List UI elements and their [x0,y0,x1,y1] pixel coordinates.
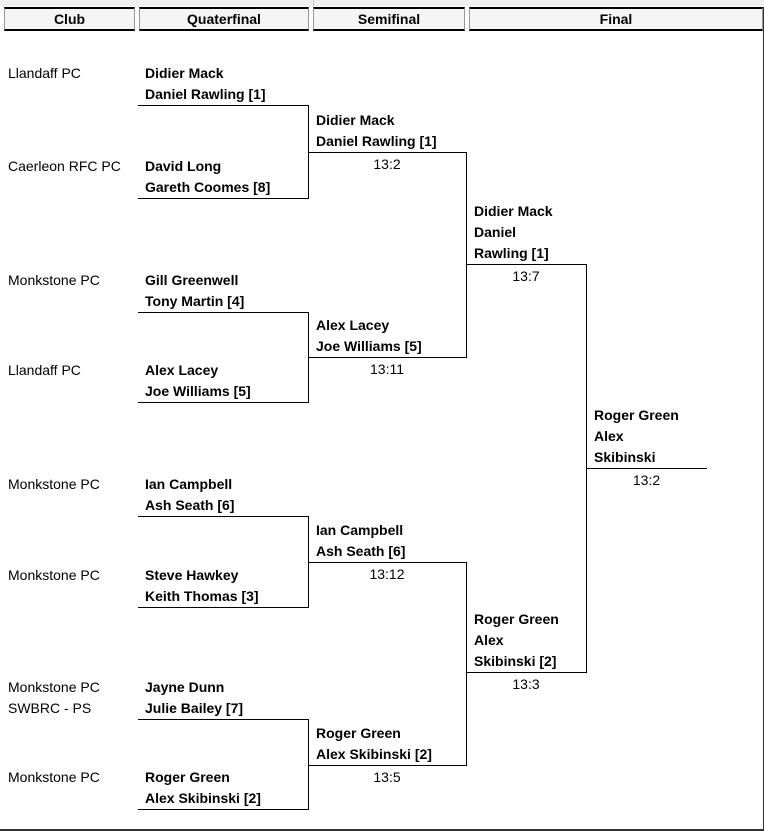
winner-score: 13:2 [632,472,661,488]
sf-team-line: Alex Skibinski [2] [316,746,432,762]
bottom-frame-border [0,829,764,831]
qf-team-line: Tony Martin [4] [145,293,245,309]
qf-team-line: Ian Campbell [145,476,233,492]
final-line [466,264,586,265]
qf-line [138,719,308,720]
qf-team-line: Joe Williams [5] [145,383,251,399]
qf-line [138,402,308,403]
club-label: Caerleon RFC PC [8,158,121,174]
sf-team-line: Roger Green [316,725,401,741]
qf-team-line: Gareth Coomes [8] [145,179,271,195]
winner-line: Roger Green [594,407,679,423]
qf-team-line: Jayne Dunn [145,679,225,695]
sf-score: 13:5 [373,769,401,785]
sf-team-line: Didier Mack [316,112,395,128]
qf-connector [308,719,309,810]
qf-team-line: Roger Green [145,769,230,785]
qf-line [138,607,308,608]
sf-connector [466,562,467,766]
final-team-line: Alex [474,632,504,648]
club-label: Monkstone PC [8,476,100,492]
qf-team-line: Daniel Rawling [1] [145,86,266,102]
sf-team-line: Joe Williams [5] [316,338,422,354]
window-top-bar [0,0,764,6]
final-team-line: Rawling [1] [474,245,549,261]
sf-team-line: Alex Lacey [316,317,390,333]
winner-line: Alex [594,428,624,444]
sf-connector [466,152,467,358]
qf-line [138,516,308,517]
qf-team-line: Ash Seath [6] [145,497,235,513]
winner-underline [586,468,707,469]
club-label: Monkstone PC [8,679,100,695]
qf-team-line: Keith Thomas [3] [145,588,259,604]
final-team-line: Roger Green [474,611,559,627]
qf-team-line: David Long [145,158,222,174]
qf-team-line: Didier Mack [145,65,224,81]
club-label: SWBRC - PS [8,700,92,716]
club-label: Monkstone PC [8,272,100,288]
sf-score: 13:2 [373,156,401,172]
header-final: Final [469,7,763,31]
club-label: Llandaff PC [8,362,81,378]
qf-team-line: Alex Skibinski [2] [145,790,261,806]
final-team-line: Didier Mack [474,203,553,219]
club-label: Monkstone PC [8,567,100,583]
sf-line [308,152,466,153]
sf-score: 13:12 [369,566,405,582]
winner-line: Skibinski [594,449,656,465]
qf-line [138,312,308,313]
qf-team-line: Alex Lacey [145,362,219,378]
final-score: 13:7 [512,268,540,284]
club-label: Llandaff PC [8,65,81,81]
qf-team-line: Gill Greenwell [145,272,239,288]
qf-team-line: Steve Hawkey [145,567,239,583]
final-score: 13:3 [512,676,540,692]
sf-score: 13:11 [370,361,404,377]
qf-line [138,809,308,810]
qf-team-line: Julie Bailey [7] [145,700,244,716]
final-team-line: Skibinski [2] [474,653,557,669]
top-bar-divider [313,0,314,6]
sf-line [308,357,466,358]
final-line [466,672,586,673]
sf-team-line: Daniel Rawling [1] [316,133,437,149]
sf-team-line: Ash Seath [6] [316,543,406,559]
sf-line [308,765,466,766]
sf-line [308,562,466,563]
header-semifinal: Semifinal [313,7,465,31]
header-quarterfinal: Quaterfinal [139,7,309,31]
header-club: Club [4,7,135,31]
final-team-line: Daniel [474,224,517,240]
qf-line [138,198,308,199]
club-label: Monkstone PC [8,769,100,785]
sf-team-line: Ian Campbell [316,522,404,538]
qf-line [138,105,308,106]
